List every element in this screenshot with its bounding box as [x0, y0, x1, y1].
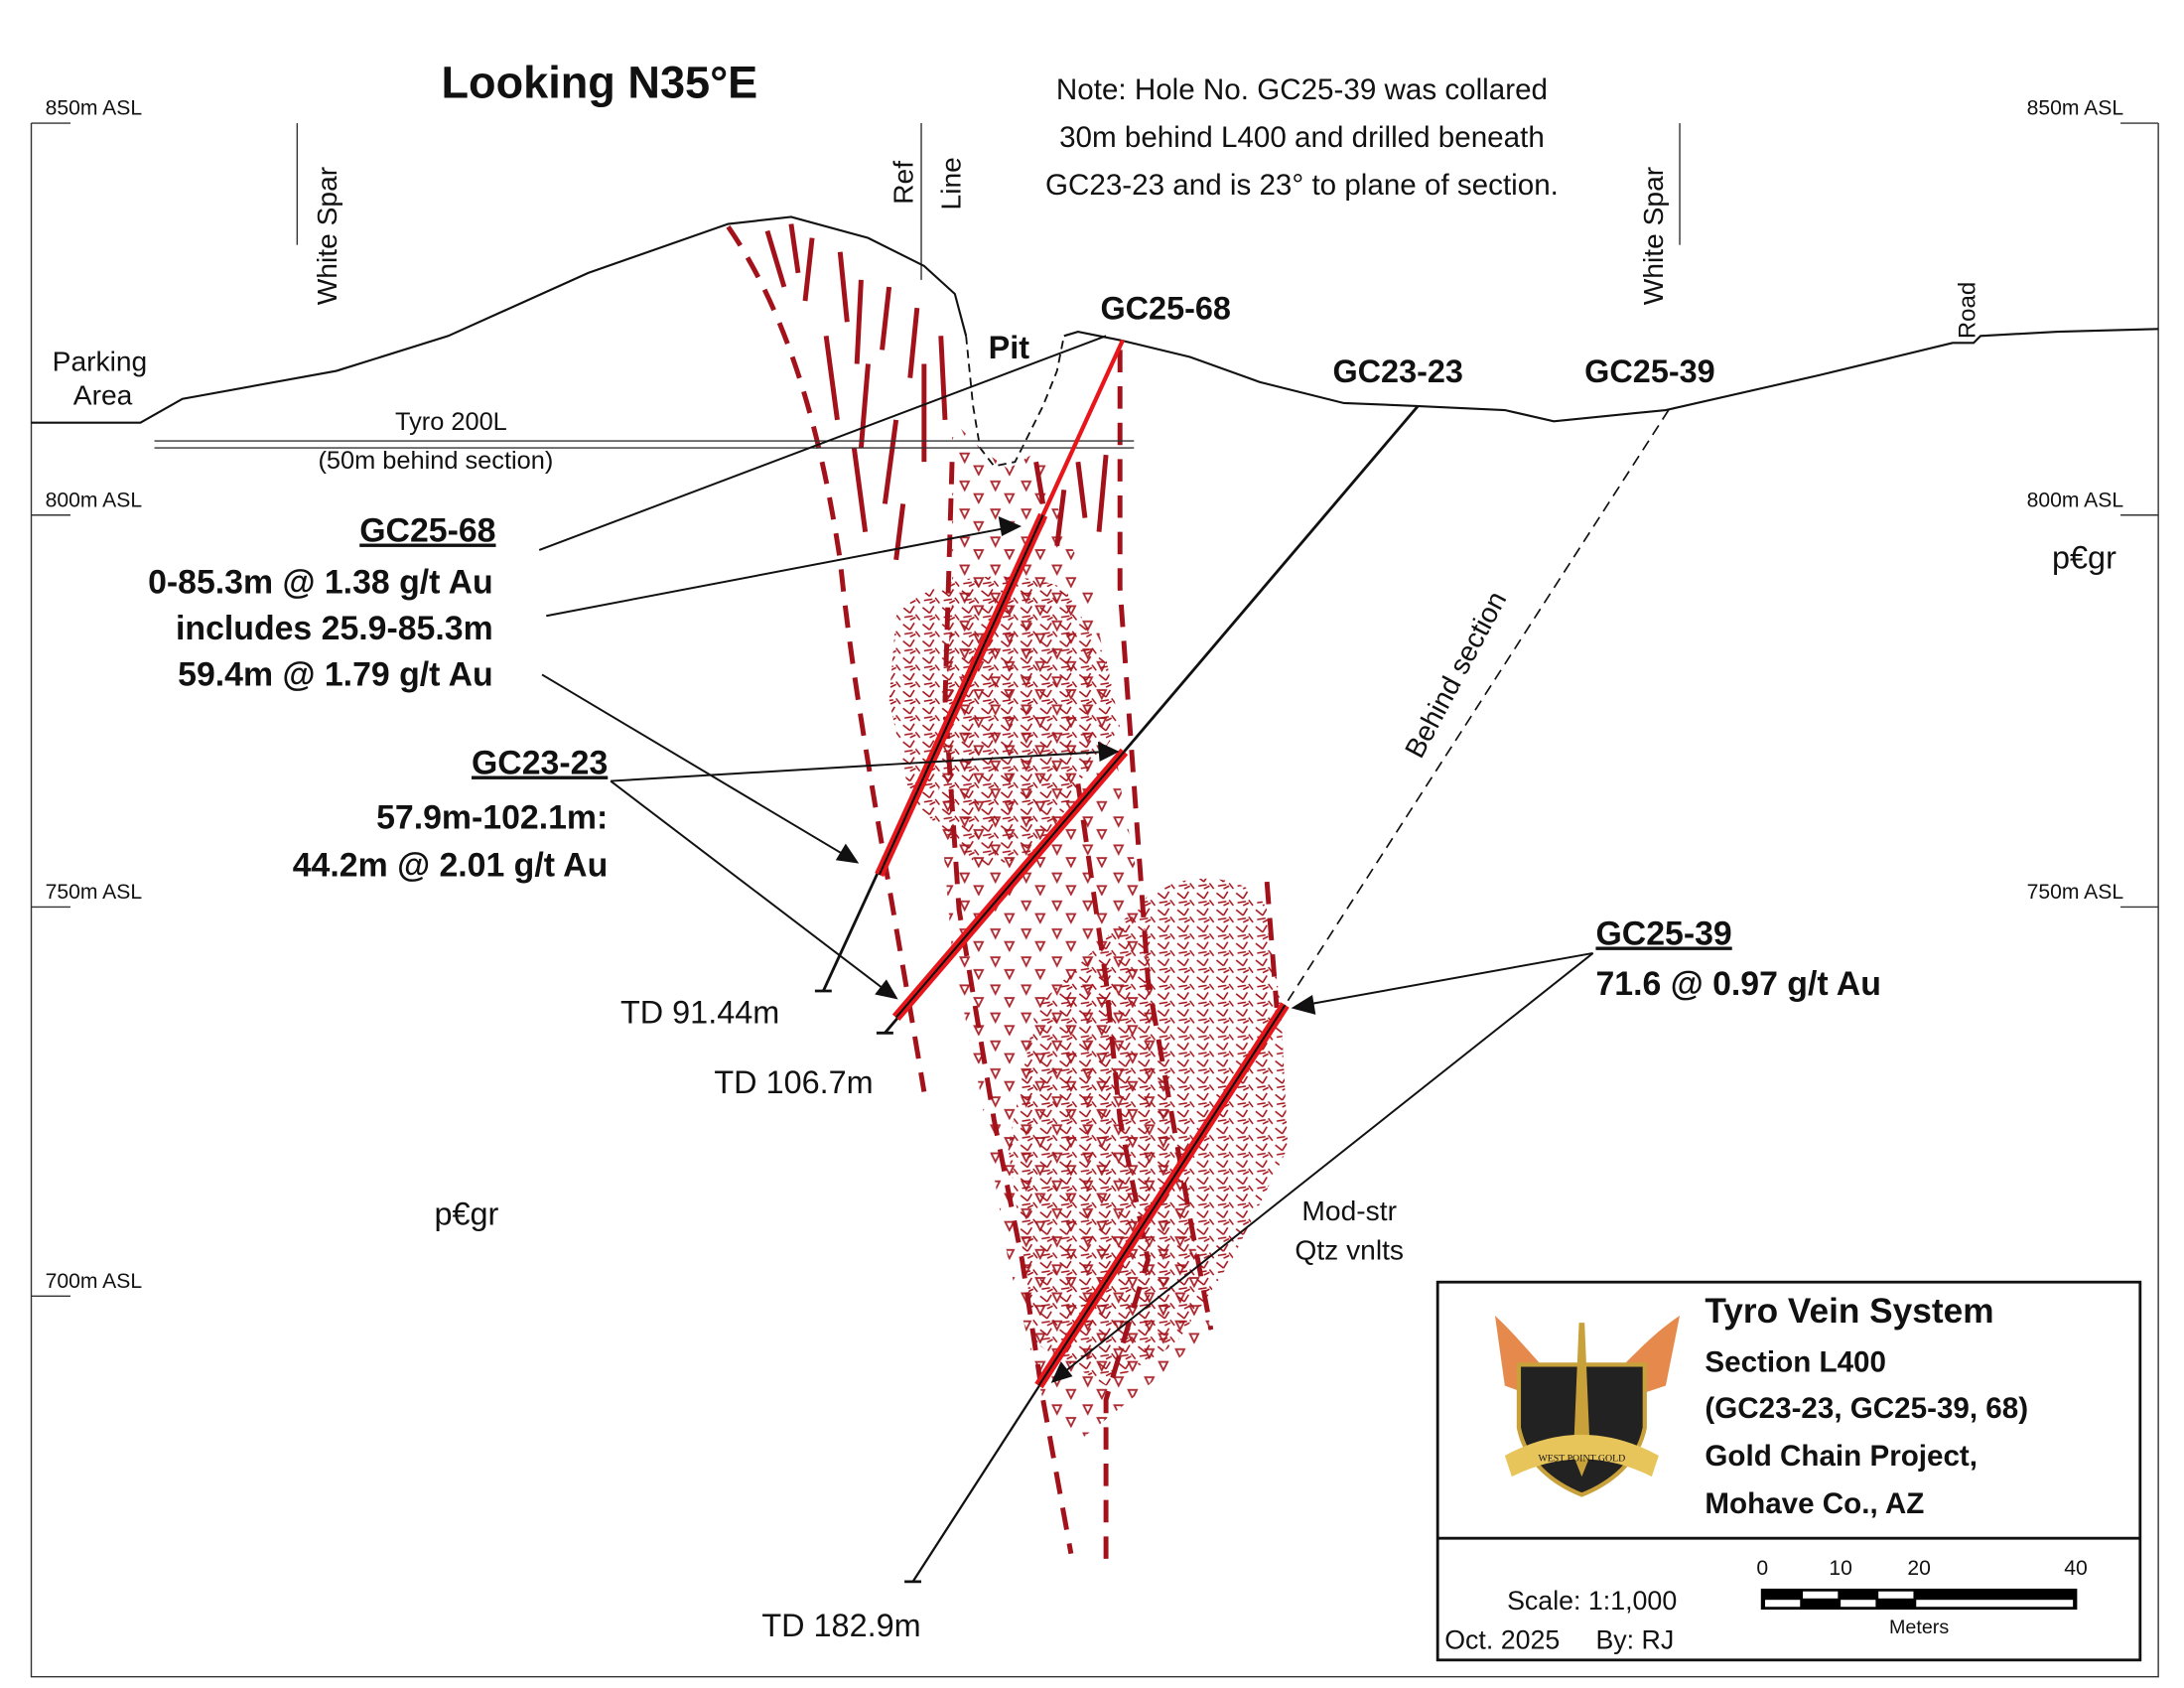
- line-label: Line: [934, 157, 966, 210]
- note-line: 30m behind L400 and drilled beneath: [1059, 121, 1545, 154]
- logo-text: WEST POINT GOLD: [1538, 1454, 1625, 1465]
- rock-unit-left: p€gr: [434, 1196, 498, 1231]
- hole-gc25-39-projected: [1284, 409, 1670, 1006]
- td-gc23-23: TD 106.7m: [714, 1064, 873, 1100]
- gc23-23-line: 44.2m @ 2.01 g/t Au: [293, 846, 609, 884]
- gc25-68-annotation: GC25-68 0-85.3m @ 1.38 g/t Au includes 2…: [148, 512, 495, 694]
- gc23-23-label: GC23-23: [472, 745, 608, 782]
- elev-700-left: 700m ASL: [46, 1270, 143, 1293]
- gc25-68-line: 0-85.3m @ 1.38 g/t Au: [148, 564, 493, 602]
- legend-line: Section L400: [1705, 1345, 1886, 1378]
- elev-800-right: 800m ASL: [2027, 489, 2124, 511]
- leader-lines: [538, 335, 1594, 1383]
- road-label: Road: [1954, 282, 1980, 339]
- drill-holes: [814, 339, 1670, 1584]
- author-text: By: RJ: [1595, 1625, 1674, 1655]
- gc25-39-line: 71.6 @ 0.97 g/t Au: [1595, 965, 1880, 1003]
- ref-label: Ref: [887, 161, 919, 205]
- scale-tick: 0: [1756, 1557, 1768, 1580]
- tyro-note: (50m behind section): [318, 447, 553, 475]
- legend-line: Mohave Co., AZ: [1705, 1487, 1924, 1520]
- gc25-68-line: includes 25.9-85.3m: [176, 610, 493, 647]
- gc25-39-label: GC25-39: [1595, 914, 1731, 952]
- elev-750-right: 750m ASL: [2027, 881, 2124, 904]
- td-gc25-68: TD 91.44m: [620, 994, 779, 1030]
- elev-750-left: 750m ASL: [46, 881, 143, 904]
- scale-tick: 10: [1829, 1557, 1851, 1580]
- legend-title: Tyro Vein System: [1705, 1292, 1993, 1331]
- hole-gc25-68-upper: [1040, 339, 1125, 516]
- gc23-23-annotation: GC23-23 57.9m-102.1m: 44.2m @ 2.01 g/t A…: [293, 745, 609, 885]
- legend-line: (GC23-23, GC25-39, 68): [1705, 1392, 2028, 1425]
- gc25-68-label: GC25-68: [359, 512, 495, 550]
- scale-tick: 20: [1907, 1557, 1931, 1580]
- elev-800-left: 800m ASL: [46, 489, 143, 511]
- white-spar-left: White Spar: [311, 167, 342, 305]
- gc25-68-line: 59.4m @ 1.79 g/t Au: [178, 656, 493, 694]
- rock-unit-right: p€gr: [2052, 539, 2116, 575]
- topography-line: [31, 215, 2159, 424]
- scale-bar: 0 10 20 40 Meters: [1756, 1557, 2087, 1638]
- parking-label: Parking: [53, 346, 148, 377]
- elev-850-right: 850m ASL: [2027, 97, 2124, 120]
- breccia-contacts: [726, 224, 1280, 1568]
- qtz-label: Qtz vnlts: [1295, 1234, 1404, 1266]
- title-block: WEST POINT GOLD Tyro Vein System Section…: [1435, 1280, 2142, 1662]
- date-text: Oct. 2025: [1444, 1625, 1560, 1655]
- collar-gc25-39: GC25-39: [1584, 353, 1714, 389]
- gc23-23-line: 57.9m-102.1m:: [376, 798, 608, 836]
- scale-tick: 40: [2064, 1557, 2088, 1580]
- qtz-label: Mod-str: [1301, 1195, 1397, 1226]
- legend-line: Gold Chain Project,: [1705, 1440, 1978, 1473]
- pit-outline: [965, 336, 1065, 468]
- scale-unit: Meters: [1889, 1617, 1949, 1638]
- parking-label: Area: [73, 378, 133, 410]
- tyro-label: Tyro 200L: [395, 408, 507, 436]
- note-line: Note: Hole No. GC25-39 was collared: [1056, 73, 1548, 106]
- marker-lines: [296, 123, 1681, 280]
- collar-gc25-68: GC25-68: [1100, 290, 1231, 326]
- elev-850-left: 850m ASL: [46, 97, 143, 120]
- white-spar-right: White Spar: [1637, 167, 1669, 305]
- gc25-39-annotation: GC25-39 71.6 @ 0.97 g/t Au: [1595, 914, 1880, 1003]
- scale-text: Scale: 1:1,000: [1507, 1586, 1677, 1616]
- vein-ticks: [764, 223, 1109, 561]
- tyro-200l-adit: [154, 440, 1135, 449]
- page-title: Looking N35°E: [442, 58, 758, 108]
- west-point-gold-logo: WEST POINT GOLD: [1494, 1316, 1681, 1497]
- note: Note: Hole No. GC25-39 was collared 30m …: [1045, 73, 1559, 202]
- collar-gc23-23: GC23-23: [1332, 353, 1463, 389]
- behind-section-label: Behind section: [1398, 586, 1512, 763]
- frame: [30, 122, 2159, 1678]
- note-line: GC23-23 and is 23° to plane of section.: [1045, 169, 1559, 202]
- td-gc25-39: TD 182.9m: [761, 1608, 920, 1643]
- pit-label: Pit: [989, 330, 1030, 365]
